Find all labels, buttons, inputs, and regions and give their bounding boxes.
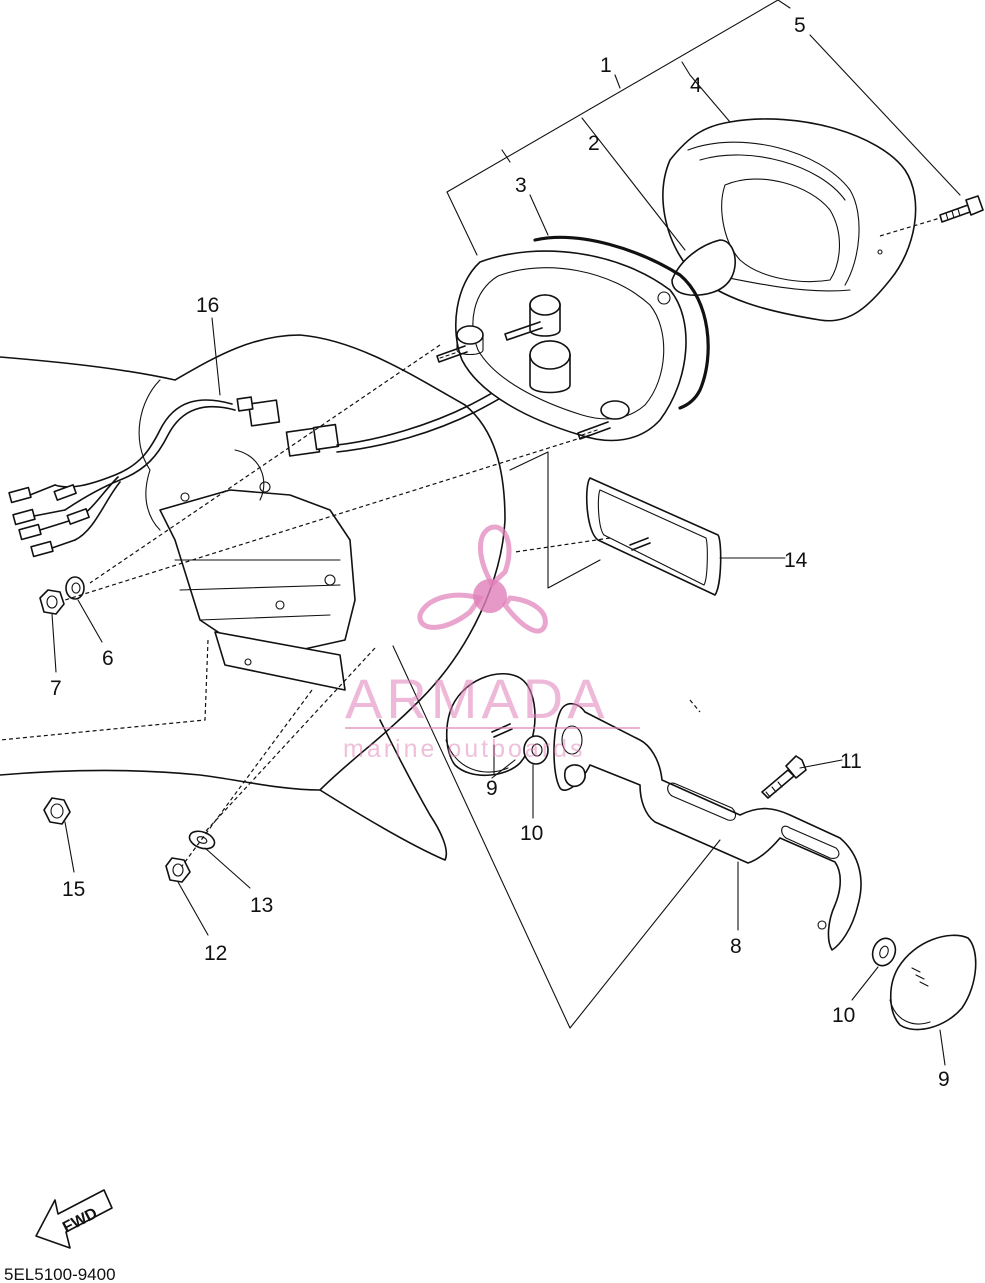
rear-fender-outline	[0, 334, 506, 861]
reflector-bracket	[553, 702, 862, 951]
license-bracket	[159, 449, 356, 691]
callout-15: 15	[62, 878, 85, 901]
callout-3: 3	[515, 174, 527, 197]
callout-5: 5	[794, 14, 806, 37]
assembly-lines	[0, 217, 941, 867]
callout-1: 1	[600, 54, 612, 77]
watermark: ARMADA marine outboards	[343, 524, 640, 763]
callout-9-left: 9	[486, 777, 498, 800]
bracket-bolt	[761, 755, 807, 799]
callout-11: 11	[840, 750, 862, 773]
washer-6	[65, 576, 85, 600]
callout-10-left: 10	[520, 822, 543, 845]
callout-4: 4	[690, 74, 702, 97]
callout-13: 13	[250, 894, 273, 917]
nut-15	[43, 797, 71, 825]
washer-right	[871, 937, 897, 967]
fwd-arrow: FWD	[35, 1189, 113, 1249]
callout-10-right: 10	[832, 1004, 855, 1027]
nut-7	[39, 589, 65, 615]
diagram-code: 5EL5100-9400	[4, 1265, 116, 1283]
reflector-right	[889, 934, 977, 1031]
washer-left	[523, 735, 549, 765]
callout-numbers: 1 2 3 4 5 6 7 8 9 9 10 10 11 12 13 14 15…	[50, 14, 950, 1091]
license-light	[585, 477, 722, 596]
callout-14: 14	[784, 549, 808, 572]
callout-9-right: 9	[938, 1068, 950, 1091]
gasket	[533, 235, 710, 410]
wire-harness	[8, 377, 526, 558]
lens-screw	[939, 195, 984, 223]
callout-8: 8	[730, 935, 742, 958]
callout-6: 6	[102, 647, 114, 670]
watermark-brand: ARMADA	[345, 667, 609, 730]
leader-lines	[51, 0, 961, 1066]
callout-16: 16	[196, 294, 219, 317]
callout-7: 7	[50, 677, 62, 700]
washer-13	[188, 830, 216, 850]
callout-2: 2	[588, 132, 600, 155]
nut-12	[165, 857, 191, 883]
watermark-tagline: marine outboards	[343, 735, 586, 763]
callout-12: 12	[204, 942, 227, 965]
tail-lamp-base	[436, 250, 687, 442]
propeller-logo-icon	[417, 524, 548, 634]
